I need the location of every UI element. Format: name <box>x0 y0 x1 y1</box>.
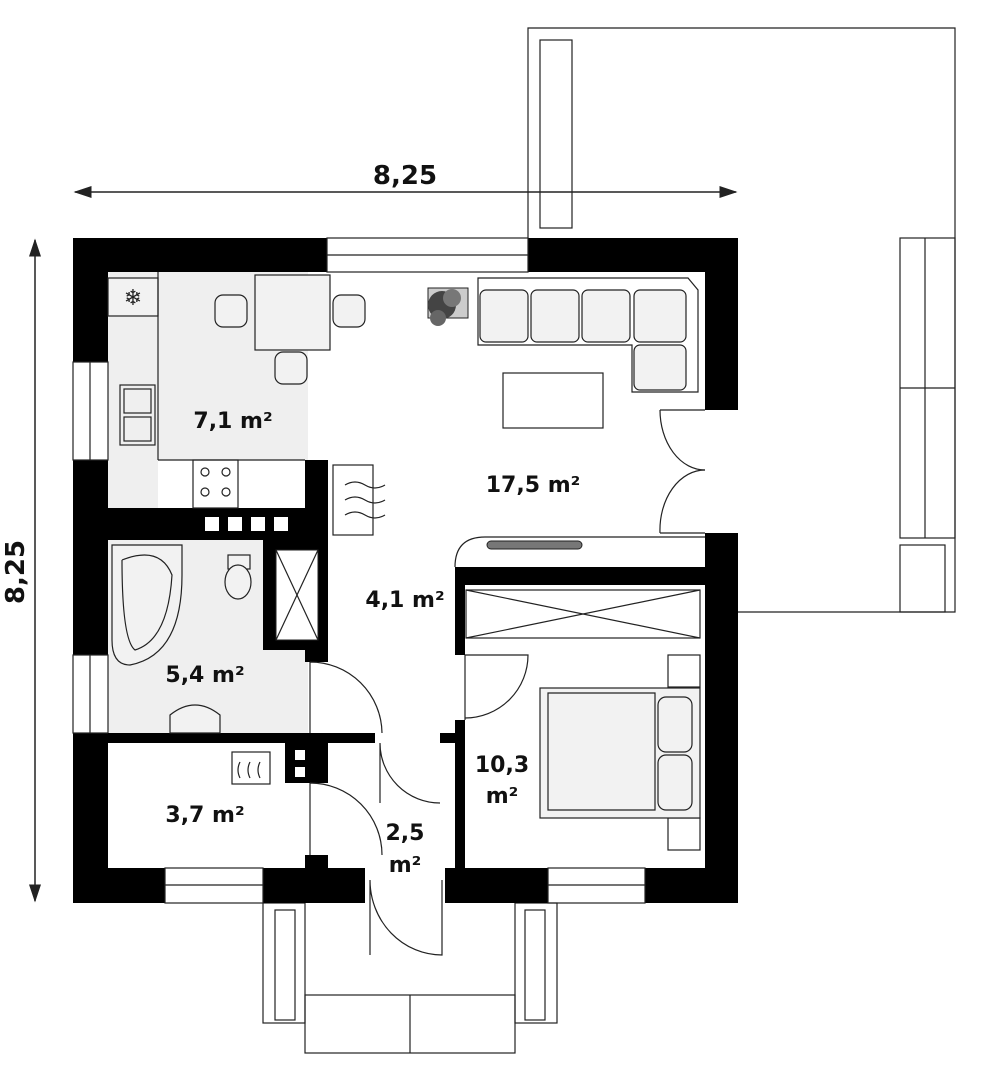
room-labels: 7,1 m² 17,5 m² 4,1 m² 5,4 m² 10,3 m² 3,7… <box>165 409 580 878</box>
terrace-box <box>899 544 946 613</box>
utility-furniture <box>231 751 271 785</box>
fireplace <box>332 464 374 536</box>
stove <box>192 459 239 509</box>
bedroom-area-unit: m² <box>486 784 519 809</box>
exterior-walls <box>73 238 738 903</box>
utility-area: 3,7 m² <box>165 803 244 828</box>
doors[interactable] <box>309 409 706 956</box>
kitchen-furniture: ❄ <box>107 272 366 509</box>
snowflake-icon: ❄ <box>124 285 142 310</box>
kitchen-area: 7,1 m² <box>193 409 272 434</box>
living-furniture <box>332 277 705 568</box>
bedroom-area-value: 10,3 <box>475 753 529 778</box>
interior-walls <box>73 460 705 868</box>
height-label: 8,25 <box>1 540 31 604</box>
hall-area: 4,1 m² <box>365 588 444 613</box>
bathroom-furniture <box>111 544 252 734</box>
dining-table <box>254 274 331 351</box>
width-dimension: 8,25 <box>73 161 738 198</box>
living-area: 17,5 m² <box>486 473 581 498</box>
terrace <box>527 27 956 613</box>
sink <box>169 704 221 734</box>
entry-area-value: 2,5 <box>386 821 425 846</box>
bedroom-furniture <box>465 589 701 851</box>
shelf <box>454 536 705 568</box>
fridge <box>107 277 159 317</box>
coffee-table <box>502 372 604 429</box>
entry-area-unit: m² <box>389 853 422 878</box>
bathroom-area: 5,4 m² <box>165 663 244 688</box>
porch <box>262 902 558 1054</box>
width-label: 8,25 <box>373 161 437 191</box>
height-dimension: 8,25 <box>1 238 41 903</box>
plant-icon <box>427 287 469 326</box>
windows <box>72 237 646 904</box>
